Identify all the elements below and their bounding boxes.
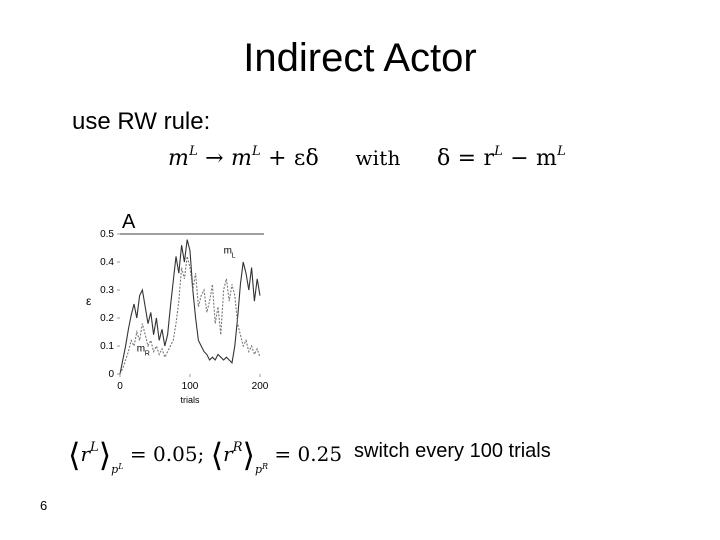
bullet-text: use RW rule: xyxy=(72,108,211,135)
y-tick-label: 0.2 xyxy=(100,313,114,324)
series-label-sub-mR: R xyxy=(145,351,150,358)
y-tick-label: 0.3 xyxy=(100,285,114,296)
y-tick-label: 0.5 xyxy=(100,229,114,240)
series-label-mL: m xyxy=(224,246,232,257)
update-rule-equation: mL → mL + εδ with δ = rL − mL xyxy=(168,144,566,171)
x-tick-label: 0 xyxy=(117,381,123,392)
series-line-mR xyxy=(119,256,261,375)
series-label-mR: m xyxy=(137,344,145,355)
x-tick-label: 100 xyxy=(182,381,199,392)
series-line-mL xyxy=(119,239,261,375)
slide-number: 6 xyxy=(40,498,48,513)
slide-title: Indirect Actor xyxy=(243,36,477,80)
series-label-sub-mL: L xyxy=(232,253,236,260)
reward-equation: ⟨rL⟩pL = 0.05; ⟨rR⟩pR = 0.25 xyxy=(68,436,343,476)
x-axis-label: trials xyxy=(180,395,200,405)
panel-label: A xyxy=(122,211,136,233)
y-tick-label: 0.4 xyxy=(100,257,114,268)
y-tick-label: 0.1 xyxy=(100,341,114,352)
y-tick-label: 0 xyxy=(108,369,114,380)
y-axis-label: ε xyxy=(86,294,92,308)
x-tick-label: 200 xyxy=(252,381,269,392)
switch-note: switch every 100 trials xyxy=(354,440,551,462)
